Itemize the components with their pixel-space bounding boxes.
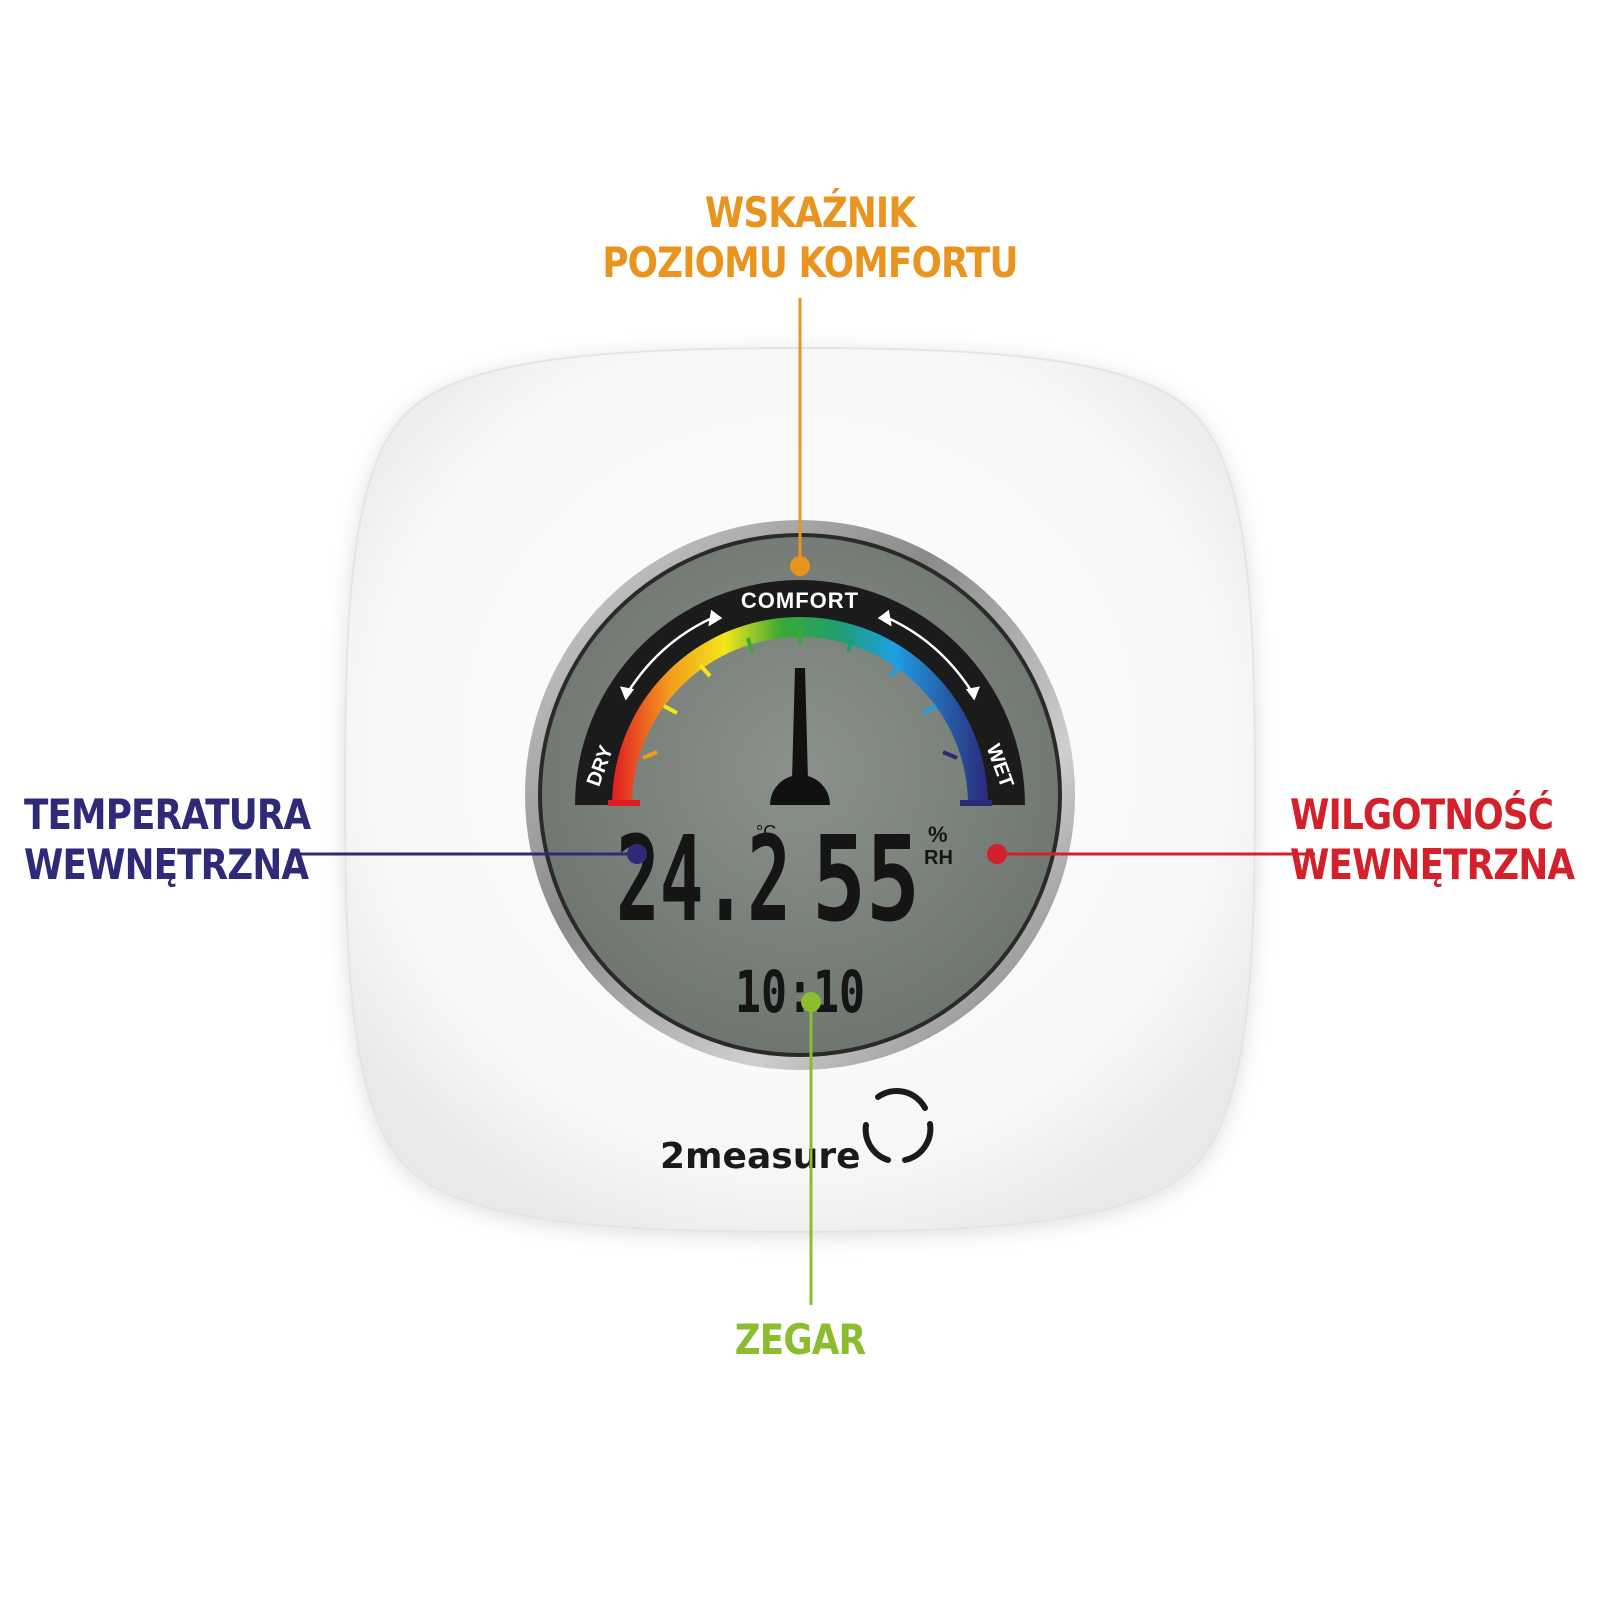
temperature-callout-dot [627,844,647,864]
brand-logo-icon [862,1088,934,1163]
humidity-callout-line2: WEWNĘTRZNA [1290,840,1575,889]
humidity-callout-line1: WILGOTNOŚĆ [1290,790,1554,839]
humidity-value: 55 [812,810,920,948]
clock-callout: ZEGAR [715,1315,885,1365]
comfort-callout-line1: WSKAŹNIK [704,188,916,237]
comfort-scale-band [575,580,1025,805]
needle-hub [770,775,830,805]
comfort-rainbow-arc [612,617,988,805]
humidity-rh: RH [924,847,953,869]
temperature-callout-line1: TEMPERATURA [24,790,311,839]
comfort-indicator-callout: WSKAŹNIK POZIOMU KOMFORTU [598,188,1023,288]
comfort-callout-line2: POZIOMU KOMFORTU [602,238,1018,287]
comfort-needle [792,668,808,780]
clock-callout-dot [801,992,821,1012]
humidity-callout-dot [987,844,1007,864]
humidity-callout: WILGOTNOŚĆ WEWNĘTRZNA [1290,790,1575,890]
temperature-callout-line2: WEWNĘTRZNA [24,840,309,889]
temperature-value: 24.2 [616,810,791,948]
temperature-callout: TEMPERATURA WEWNĘTRZNA [24,790,311,890]
dry-comfort-arrow [619,609,723,701]
clock-callout-line1: ZEGAR [734,1315,866,1364]
comfort-scale-ticks [642,628,958,760]
humidity-percent: % [928,822,948,847]
temperature-unit: °C [756,822,776,842]
wet-comfort-arrow [877,609,981,701]
brand-name: 2measure [660,1136,861,1177]
comfort-label: COMFORT [741,588,859,613]
clock-time: 10:10 [735,958,865,1026]
comfort-callout-dot [790,556,810,576]
